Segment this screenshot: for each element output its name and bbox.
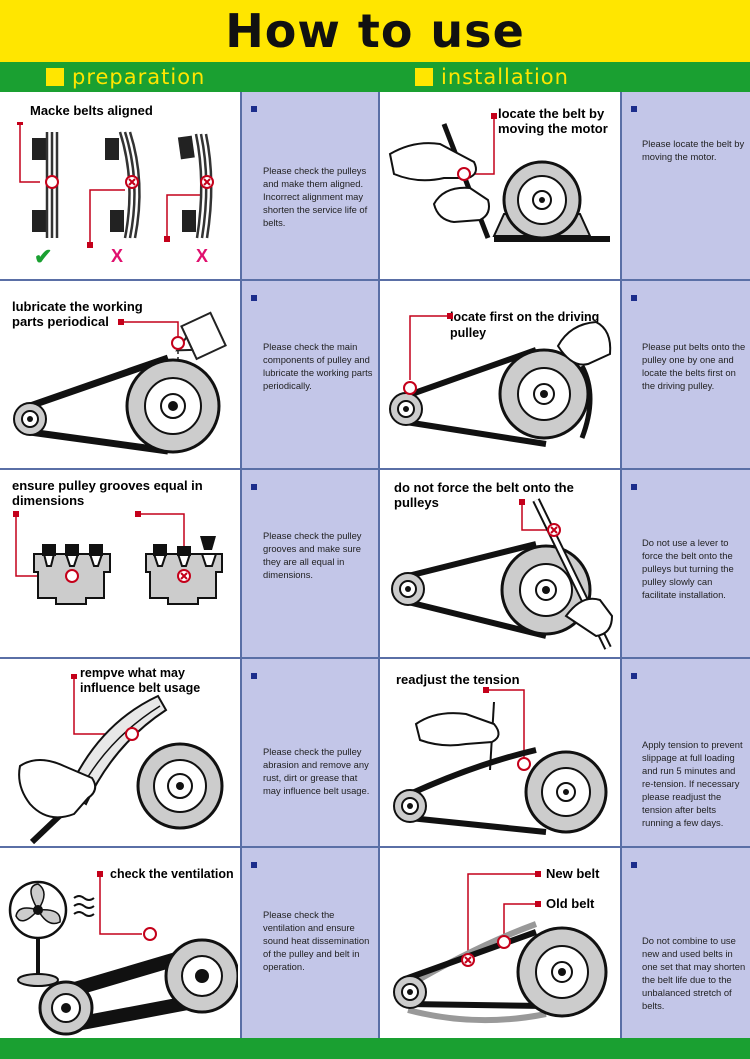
- bullet-icon: [251, 106, 257, 112]
- divider: [0, 279, 750, 281]
- description-text: Apply tension to prevent slippage at ful…: [642, 739, 743, 828]
- section-label-preparation: preparation: [72, 65, 206, 89]
- cell-title: readjust the tension: [396, 672, 520, 687]
- check-icon: ✔: [34, 244, 53, 269]
- old-belt-label: Old belt: [546, 896, 595, 911]
- cell-title: do not force the belt onto the pulleys: [394, 480, 574, 510]
- desc-panel: Do not use a lever to force the belt ont…: [622, 470, 750, 657]
- cell-title: rempve what may influence belt usage: [80, 666, 201, 695]
- section-installation: installation: [415, 62, 569, 92]
- cell-title: Macke belts aligned: [30, 103, 153, 118]
- cross-mark: X: [196, 246, 209, 266]
- description-text: Please check the main components of pull…: [263, 341, 373, 391]
- desc-panel: Please locate the belt by moving the mot…: [622, 92, 750, 279]
- page-title: How to use: [225, 4, 525, 58]
- cell-title: check the ventilation: [110, 867, 234, 881]
- divider: [620, 92, 622, 1038]
- desc-panel: Please put belts onto the pulley one by …: [622, 281, 750, 468]
- description-text: Please put belts onto the pulley one by …: [642, 341, 746, 391]
- bullet-icon: [631, 673, 637, 679]
- desc-panel: Apply tension to prevent slippage at ful…: [622, 659, 750, 846]
- motor-illustration: [388, 113, 610, 242]
- cleaning-illustration: [18, 674, 224, 844]
- cell-title: locate first on the driving pulley: [450, 310, 600, 340]
- description-text: Do not use a lever to force the belt ont…: [642, 537, 734, 600]
- bullet-icon: [631, 106, 637, 112]
- section-label-installation: installation: [441, 65, 569, 89]
- footer-bar: [0, 1038, 750, 1059]
- desc-panel: Please check the pulleys and make them a…: [242, 92, 378, 279]
- description-text: Do not combine to use new and used belts…: [642, 935, 746, 1011]
- cell-title: lubricate the working parts periodical: [12, 299, 143, 329]
- description-text: Please check the pulley grooves and make…: [263, 530, 362, 580]
- desc-panel: Please check the ventilation and ensure …: [242, 848, 378, 1038]
- tension-illustration: [393, 687, 608, 835]
- lubrication-illustration: [13, 311, 227, 455]
- divider: [0, 468, 750, 470]
- desc-panel: Do not combine to use new and used belts…: [622, 848, 750, 1038]
- title-banner: How to use: [0, 0, 750, 62]
- description-text: Please check the pulley abrasion and rem…: [263, 746, 370, 796]
- belt-mix-illustration: [393, 871, 608, 1024]
- description-text: Please locate the belt by moving the mot…: [642, 138, 745, 162]
- grooves-illustration: [13, 511, 223, 605]
- divider: [240, 92, 242, 1038]
- bullet-icon: [251, 673, 257, 679]
- ventilation-illustration: [8, 871, 238, 1036]
- desc-panel: Please check the pulley abrasion and rem…: [242, 659, 378, 846]
- divider: [0, 657, 750, 659]
- bullet-icon: [251, 295, 257, 301]
- new-belt-label: New belt: [546, 866, 600, 881]
- driving-pulley-illustration: [389, 313, 612, 447]
- bullet-icon: [631, 484, 637, 490]
- cell-title: ensure pulley grooves equal in dimension…: [12, 478, 203, 508]
- cross-mark: X: [111, 246, 124, 266]
- bullet-icon: [631, 862, 637, 868]
- section-preparation: preparation: [46, 62, 205, 92]
- instruction-grid: Please check the pulleys and make them a…: [0, 92, 750, 1038]
- square-icon: [46, 68, 64, 86]
- desc-panel: Please check the pulley grooves and make…: [242, 470, 378, 657]
- cell-title: locate the belt by moving the motor: [498, 106, 608, 136]
- bullet-icon: [251, 484, 257, 490]
- alignment-illustration: [17, 122, 214, 248]
- no-lever-illustration: [391, 498, 614, 650]
- description-text: Please check the pulleys and make them a…: [263, 165, 368, 228]
- divider: [378, 92, 380, 1038]
- bullet-icon: [631, 295, 637, 301]
- description-text: Please check the ventilation and ensure …: [263, 909, 370, 972]
- divider: [0, 846, 750, 848]
- bullet-icon: [251, 862, 257, 868]
- square-icon: [415, 68, 433, 86]
- section-header-bar: preparation installation: [0, 62, 750, 92]
- desc-panel: Please check the main components of pull…: [242, 281, 378, 468]
